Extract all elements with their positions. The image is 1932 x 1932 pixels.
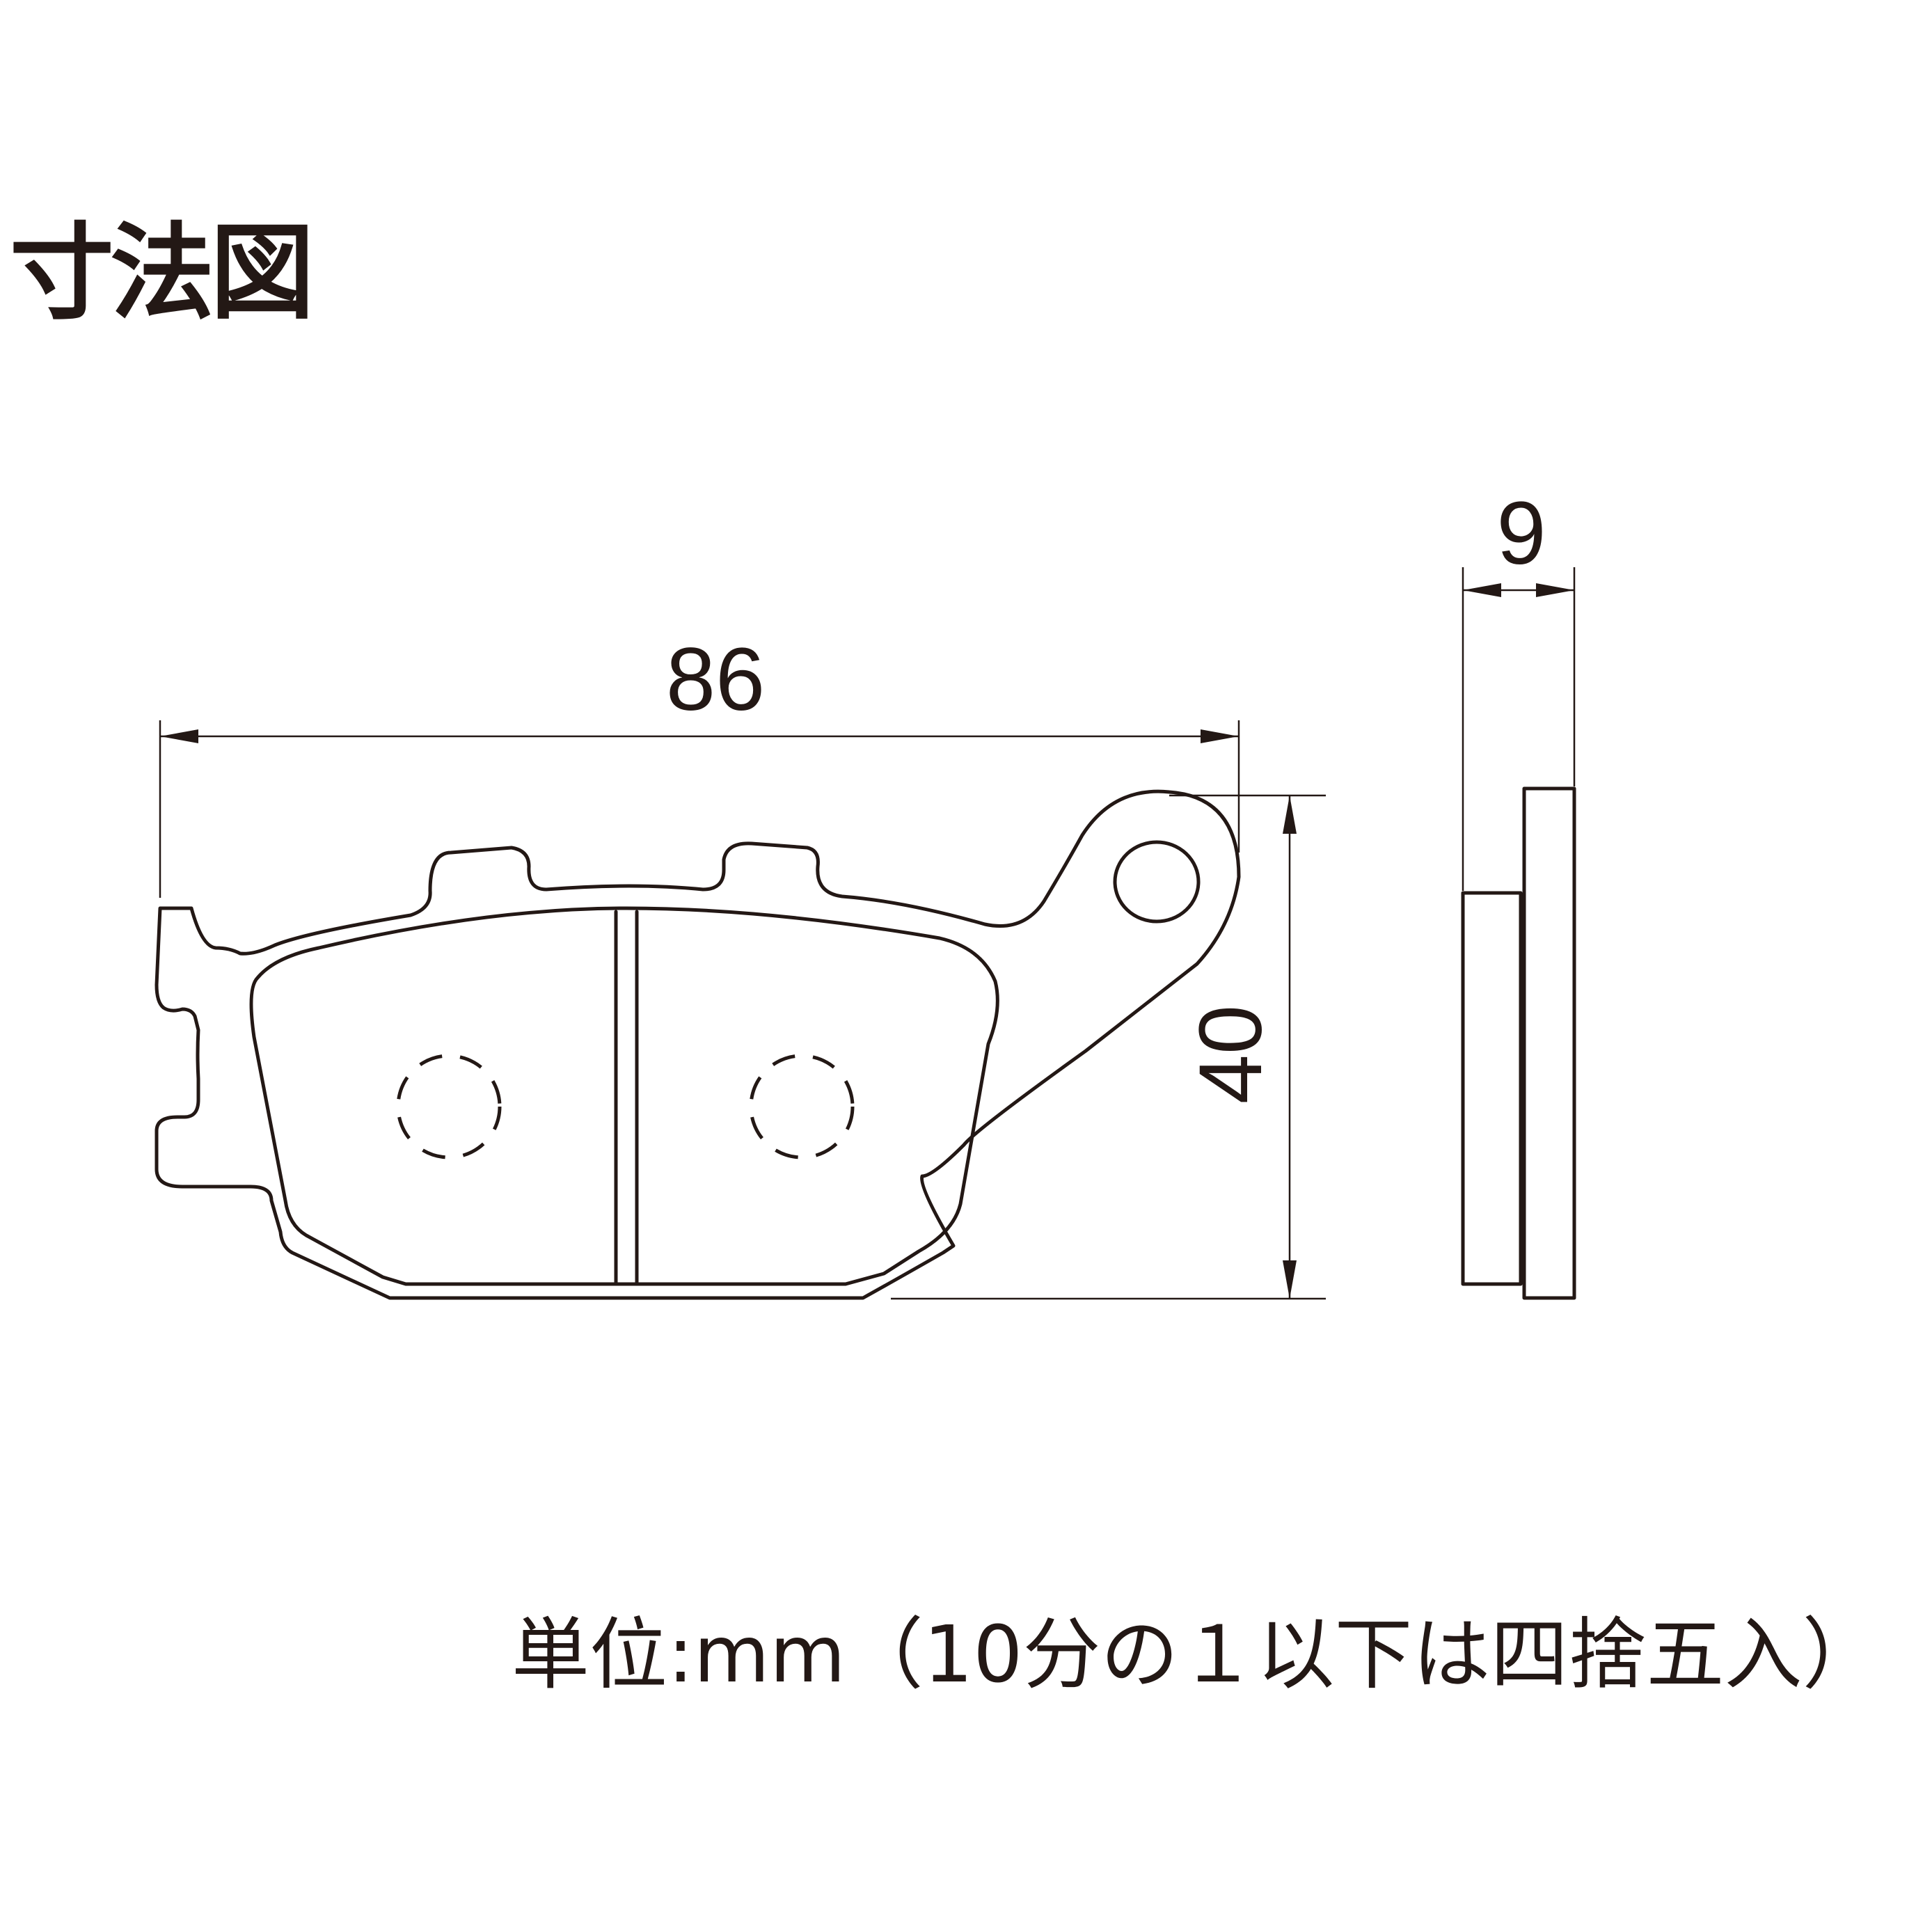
thickness-dimension-label: 9 xyxy=(1496,484,1546,583)
diagram-title: 寸法図 xyxy=(10,213,315,334)
friction-material-outline xyxy=(249,906,999,1286)
thickness-arrow-left xyxy=(1463,583,1501,597)
height-arrow-top xyxy=(1283,795,1297,834)
width-dimension-label: 86 xyxy=(666,630,765,729)
height-dimension-label: 40 xyxy=(1181,1005,1281,1104)
mounting-hole xyxy=(1113,840,1201,924)
side-view-backing-plate xyxy=(1522,786,1576,1300)
side-view-friction-material xyxy=(1461,891,1523,1286)
piston-circle-left xyxy=(396,1054,502,1159)
backing-plate-outline xyxy=(155,789,1241,1300)
width-arrow-right xyxy=(1201,729,1239,743)
unit-footnote: 単位:mm（10分の１以下は四捨五入） xyxy=(512,1610,1880,1700)
thickness-arrow-right xyxy=(1536,583,1574,597)
height-arrow-bottom xyxy=(1283,1260,1297,1299)
width-arrow-left xyxy=(160,729,198,743)
piston-circle-right xyxy=(749,1054,855,1159)
